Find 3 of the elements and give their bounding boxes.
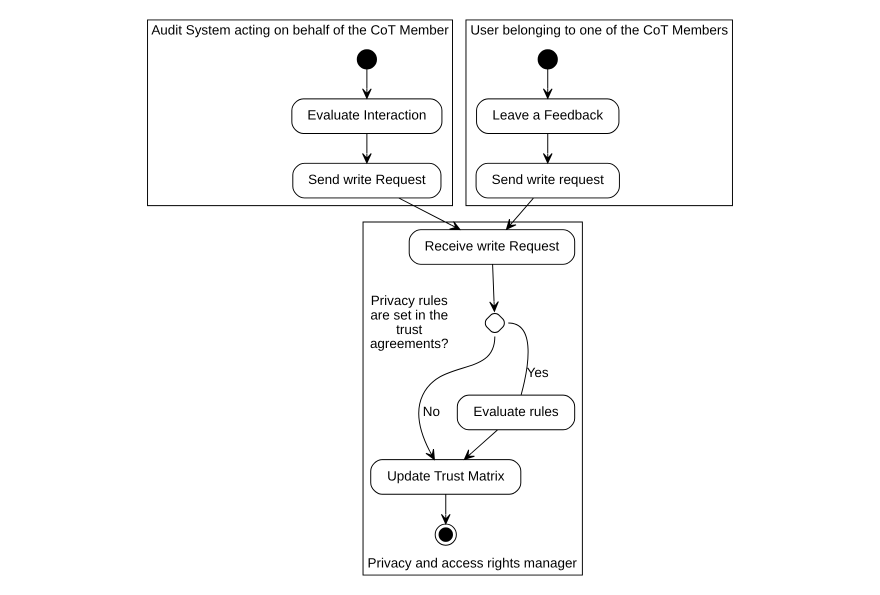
node-label: Privacy rules are set in the trust agreements? [370, 292, 448, 352]
edge-label: Yes [526, 365, 549, 380]
edge-label: No [422, 404, 440, 420]
